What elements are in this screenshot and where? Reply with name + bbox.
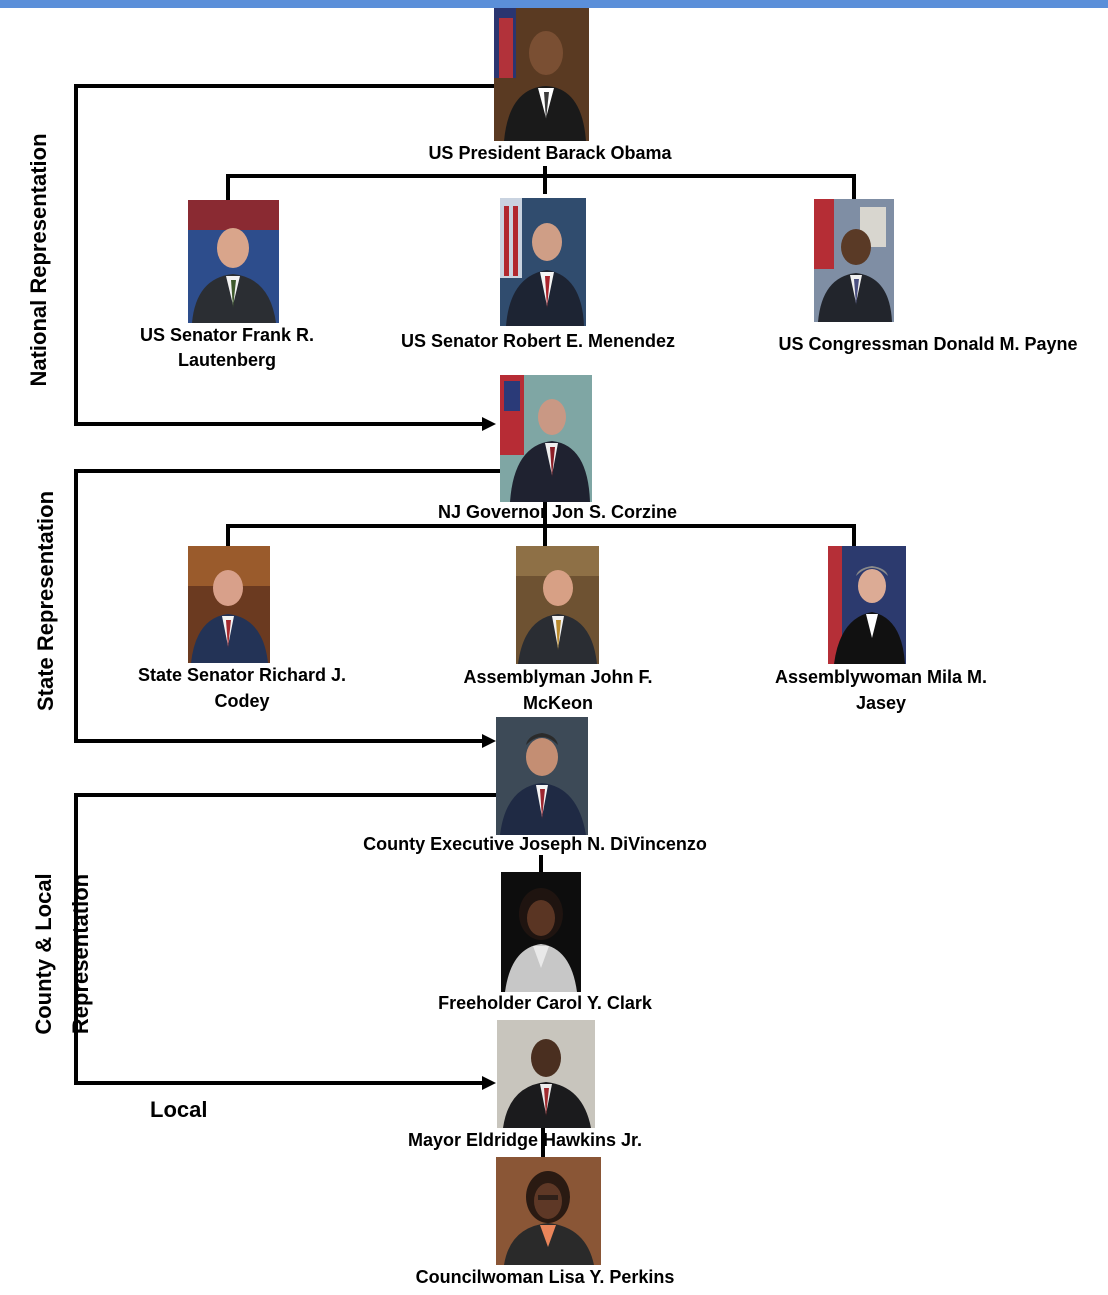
assemblywoman-jasey-portrait [828, 546, 906, 664]
state-senator-caption-line2: Codey [214, 691, 270, 711]
senator-menendez-caption: US Senator Robert E. Menendez [400, 331, 676, 351]
national-bracket-top [74, 84, 494, 88]
state-branch-bar [226, 524, 856, 528]
assemblyman-caption-line1: Assemblyman John F. [463, 667, 653, 687]
county-arrowhead [482, 1076, 496, 1090]
freeholder-caption: Freeholder Carol Y. Clark [438, 993, 652, 1013]
state-bracket-top [74, 469, 500, 473]
state-senator-caption-line1: State Senator Richard J. [137, 665, 347, 685]
mayor-caption: Mayor Eldridge Hawkins Jr. [407, 1130, 643, 1150]
councilwoman-caption: Councilwoman Lisa Y. Perkins [415, 1267, 675, 1287]
congressman-payne-portrait [814, 199, 894, 322]
mayor-hawkins-portrait [497, 1020, 595, 1128]
governor-portrait [500, 375, 592, 502]
state-drop-right [852, 524, 856, 546]
senator-lautenberg-caption-line2: Lautenberg [177, 350, 276, 370]
county-executive-caption: County Executive Joseph N. DiVincenzo [363, 834, 707, 854]
president-caption: US President Barack Obama [428, 143, 672, 163]
national-arrowhead [482, 417, 496, 431]
state-senator-codey-portrait [188, 546, 270, 663]
senator-menendez-portrait [500, 198, 586, 326]
top-accent-bar [0, 0, 1108, 8]
state-drop-left [226, 524, 230, 546]
executive-to-freeholder-link [539, 855, 543, 875]
freeholder-clark-portrait [501, 872, 581, 992]
federal-branch-bar [226, 174, 856, 178]
governor-trunk [543, 500, 547, 546]
county-bracket-side [74, 793, 78, 1085]
assemblywoman-caption-line2: Jasey [855, 693, 907, 713]
county-bracket-bottom [74, 1081, 484, 1085]
assemblyman-caption-line2: McKeon [522, 693, 593, 713]
national-bracket-bottom [74, 422, 484, 426]
congressman-payne-caption: US Congressman Donald M. Payne [778, 334, 1078, 354]
assemblyman-mckeon-portrait [516, 546, 599, 664]
state-arrowhead [482, 734, 496, 748]
councilwoman-perkins-portrait [496, 1157, 601, 1265]
federal-drop-left [226, 174, 230, 200]
state-representation-label: State Representation [33, 490, 58, 712]
county-representation-label-line1: County & Local [31, 873, 56, 1035]
county-bracket-top [74, 793, 498, 797]
federal-drop-right [852, 174, 856, 200]
president-portrait [494, 8, 589, 141]
county-representation-label-line2: Representation [68, 873, 93, 1035]
national-representation-label: National Representation [26, 133, 51, 387]
president-trunk [543, 166, 547, 194]
senator-lautenberg-portrait [188, 200, 279, 323]
local-label: Local [150, 1097, 208, 1122]
county-executive-portrait [496, 717, 588, 835]
assemblywoman-caption-line1: Assemblywoman Mila M. [774, 667, 988, 687]
national-bracket-side [74, 84, 78, 426]
state-bracket-bottom [74, 739, 484, 743]
governor-caption: NJ Governor Jon S. Corzine [437, 502, 678, 522]
state-bracket-side [74, 469, 78, 743]
senator-lautenberg-caption-line1: US Senator Frank R. [139, 325, 315, 345]
mayor-to-councilwoman-link [541, 1128, 545, 1158]
